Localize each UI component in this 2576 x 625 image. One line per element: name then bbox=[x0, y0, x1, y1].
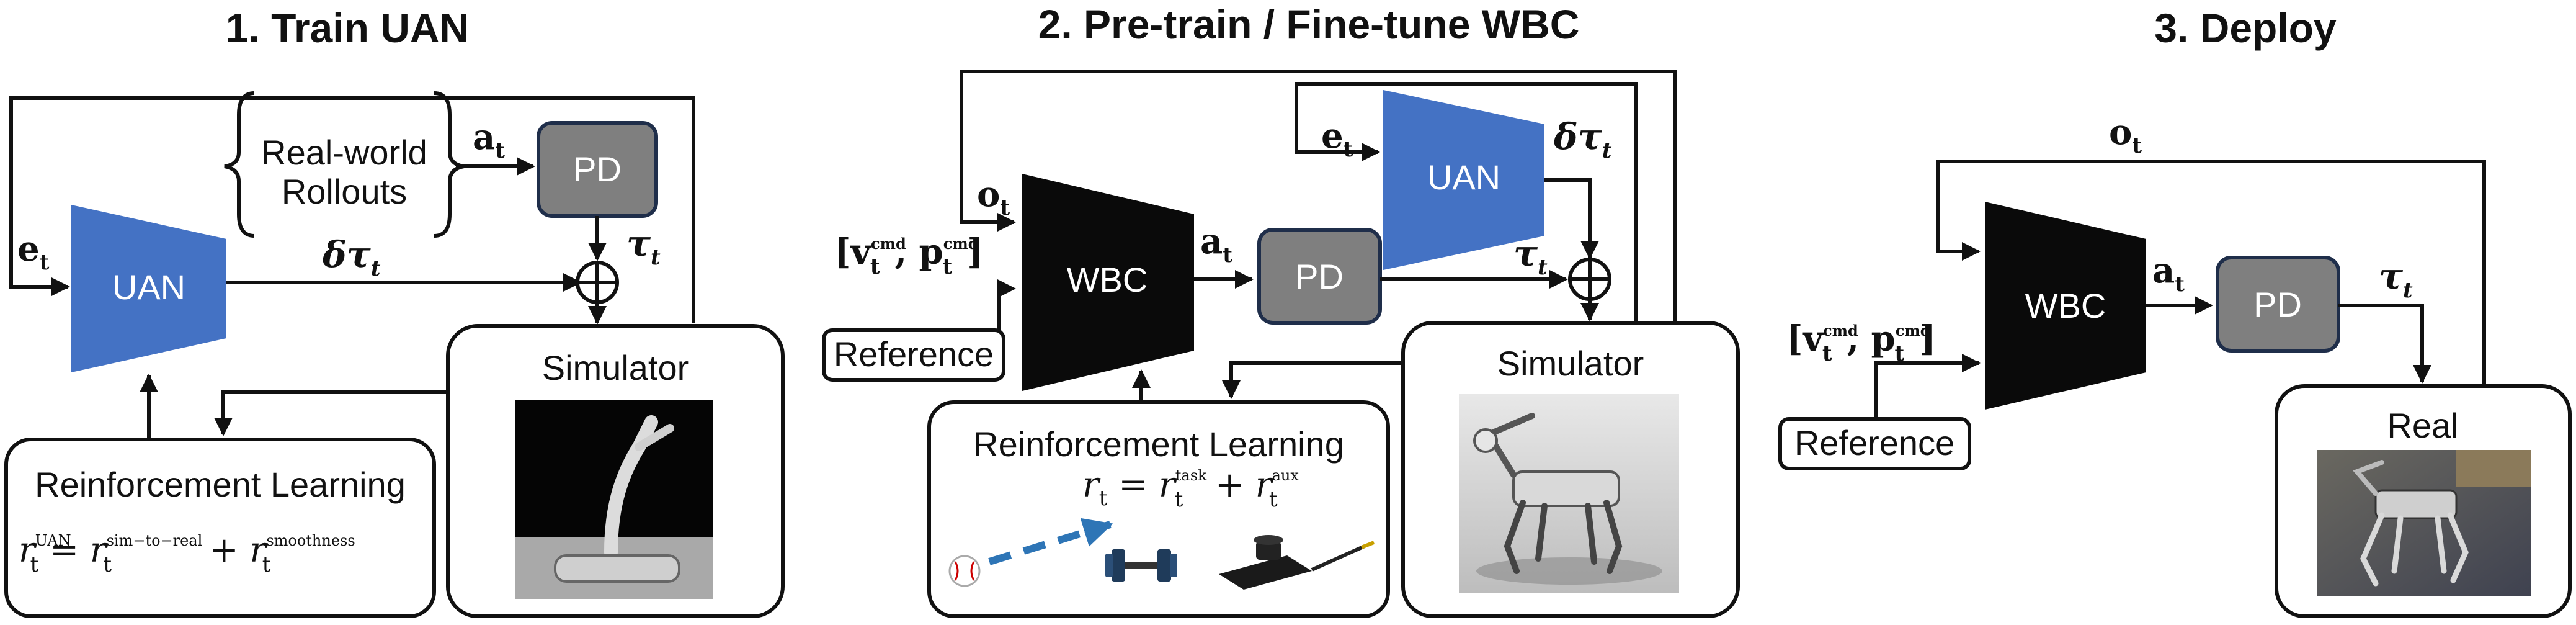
dumbbell-icon bbox=[1105, 549, 1177, 582]
simulator-image-pretrain bbox=[1459, 394, 1679, 593]
sim-to-rl-line-pretrain bbox=[1222, 361, 1403, 399]
delta-tau-label: δτt bbox=[322, 233, 381, 281]
pd-to-real-line bbox=[2338, 304, 2431, 384]
tau-t-label-deploy: τt bbox=[2379, 255, 2413, 303]
cart-icon bbox=[1219, 535, 1375, 590]
section-title-train-uan: 1. Train UAN bbox=[226, 5, 469, 51]
rl-box-train bbox=[4, 438, 436, 618]
baseball-icon bbox=[948, 555, 981, 587]
o-t-label: ot bbox=[977, 174, 1010, 220]
simulator-image bbox=[515, 400, 713, 599]
sim-to-rl-line bbox=[214, 390, 448, 436]
reference-box-pretrain bbox=[822, 328, 1005, 382]
a-t-label-pretrain: at bbox=[1200, 221, 1232, 268]
rl-label-pretrain: Reinforcement Learning bbox=[973, 425, 1344, 464]
delta-tau-label-pretrain: δτt bbox=[1553, 115, 1612, 163]
real-label: Real bbox=[2387, 406, 2458, 445]
sum-plus-pretrain bbox=[1571, 261, 1608, 298]
simulator-label: Simulator bbox=[542, 348, 689, 387]
sim-taps bbox=[1634, 301, 1677, 323]
sum-plus bbox=[579, 264, 616, 301]
tau-t-label: τt bbox=[626, 222, 661, 270]
section-title-deploy: 3. Deploy bbox=[2154, 5, 2337, 51]
outer-feedback-line bbox=[960, 70, 1677, 323]
real-robot-image bbox=[2317, 450, 2531, 596]
inner-uan-loop-line bbox=[1295, 82, 1638, 301]
deploy-feedback-line bbox=[1936, 160, 2486, 388]
pd-label: PD bbox=[573, 150, 622, 189]
wbc-label-deploy: WBC bbox=[2025, 286, 2106, 325]
section-train-uan: et UAN δτt Real-world Rollouts at PD τt … bbox=[4, 91, 785, 618]
rl-label-train: Reinforcement Learning bbox=[35, 465, 406, 504]
reference-label-deploy: Reference bbox=[1794, 423, 1954, 462]
reference-box-deploy bbox=[1778, 417, 1971, 470]
wbc-label-pretrain: WBC bbox=[1067, 260, 1148, 299]
uan-block bbox=[71, 205, 226, 372]
pd-label-deploy: PD bbox=[2253, 285, 2302, 324]
cmd-to-wbc-line-deploy bbox=[1874, 354, 1981, 419]
rollouts-left-brace bbox=[224, 91, 255, 238]
throw-trajectory-arrow bbox=[988, 518, 1113, 565]
wbc-block-pretrain bbox=[1022, 174, 1194, 391]
e-t-label-pretrain: et bbox=[1321, 115, 1353, 162]
e-t-label: et bbox=[17, 228, 50, 275]
reference-label-pretrain: Reference bbox=[834, 335, 994, 374]
uan-block-pretrain bbox=[1383, 90, 1544, 270]
real-world-label: Real-world bbox=[261, 133, 427, 172]
a-t-label-deploy: at bbox=[2152, 250, 2185, 297]
pd-block-pretrain bbox=[1257, 228, 1382, 325]
uan-label-pretrain: UAN bbox=[1427, 158, 1500, 197]
feedback-loop-line bbox=[9, 96, 695, 323]
uan-label: UAN bbox=[112, 268, 185, 307]
simulator-label-pretrain: Simulator bbox=[1497, 344, 1644, 383]
uan-to-sum-line-pretrain bbox=[1544, 178, 1599, 259]
wbc-block-deploy bbox=[1985, 202, 2146, 410]
section-title-pretrain-wbc: 2. Pre-train / Fine-tune WBC bbox=[1038, 1, 1580, 47]
a-t-label: at bbox=[473, 117, 505, 163]
pd-label-pretrain: PD bbox=[1295, 257, 1344, 296]
o-t-label-deploy: ot bbox=[2109, 112, 2142, 158]
rollouts-label: Rollouts bbox=[282, 172, 407, 211]
